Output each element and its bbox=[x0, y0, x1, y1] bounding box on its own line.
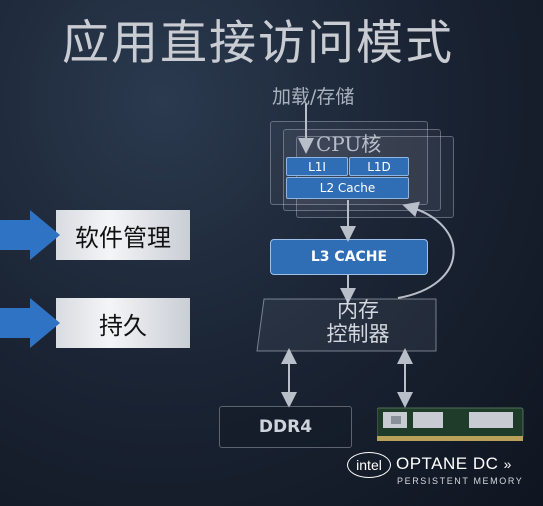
memory-controller-line2: 控制器 bbox=[326, 322, 390, 346]
optane-dc-text: OPTANE DC bbox=[396, 454, 499, 473]
l1i-cache: L1I bbox=[286, 157, 348, 176]
ddr4-module: DDR4 bbox=[219, 406, 352, 448]
software-managed-tag: 软件管理 bbox=[0, 210, 190, 260]
l3-cache: L3 CACHE bbox=[270, 239, 428, 275]
intel-logo: intel bbox=[347, 452, 391, 478]
load-store-label: 加载/存储 bbox=[272, 86, 355, 108]
right-arrow-icon bbox=[0, 210, 60, 260]
memory-controller-line1: 内存 bbox=[337, 298, 379, 322]
chevron-right-icon: » bbox=[503, 456, 512, 472]
persistent-label: 持久 bbox=[56, 298, 190, 348]
optane-dimm-image bbox=[377, 407, 524, 441]
l1d-cache: L1D bbox=[349, 157, 409, 176]
persistent-memory-subtitle: PERSISTENT MEMORY bbox=[397, 476, 524, 486]
software-managed-label: 软件管理 bbox=[56, 210, 190, 260]
l2-cache: L2 Cache bbox=[286, 177, 409, 199]
slide-title: 应用直接访问模式 bbox=[62, 16, 454, 71]
right-arrow-icon bbox=[0, 298, 60, 348]
cpu-core-title: CPU核 bbox=[316, 132, 382, 156]
optane-dc-wordmark: OPTANE DC » bbox=[396, 454, 512, 474]
persistent-tag: 持久 bbox=[0, 298, 190, 348]
